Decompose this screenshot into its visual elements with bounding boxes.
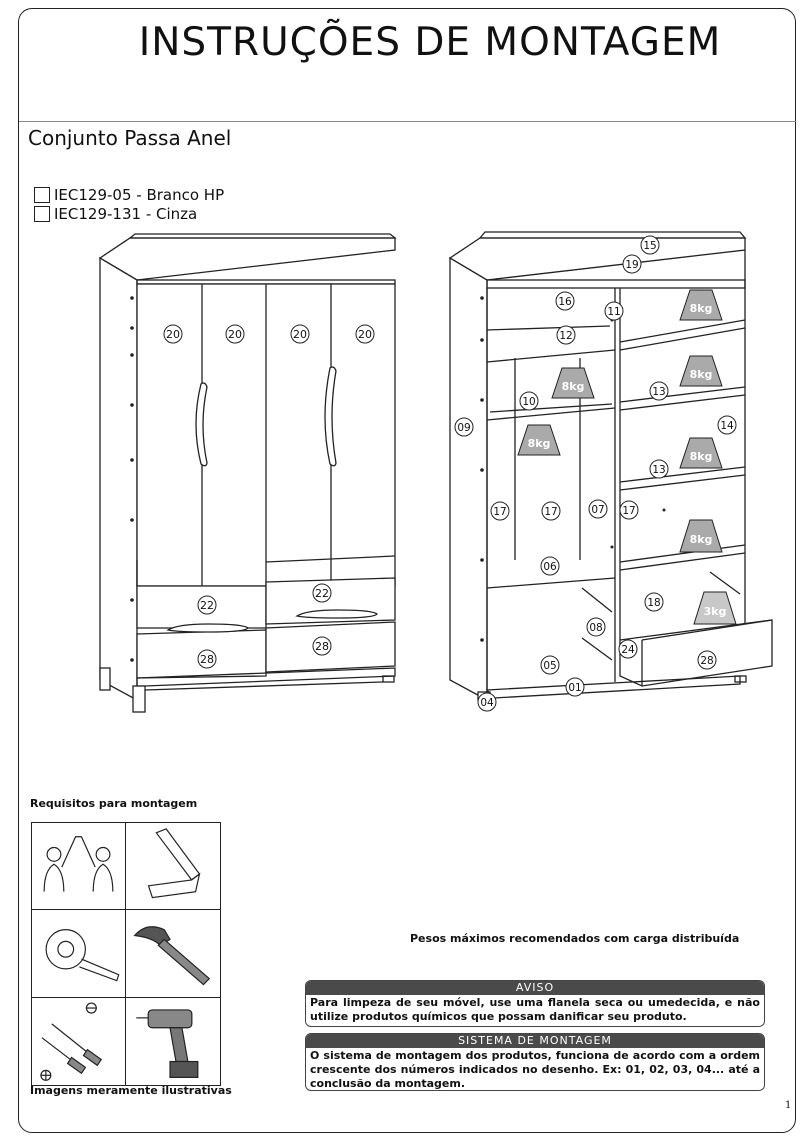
part-label: 18: [644, 592, 664, 612]
option-label: IEC129-131 - Cinza: [54, 205, 198, 223]
front-door-label: 20: [290, 324, 310, 344]
checkbox-icon[interactable]: [34, 187, 50, 203]
title-divider: [19, 121, 796, 122]
svg-text:17: 17: [493, 506, 506, 518]
front-door-label: 20: [163, 324, 183, 344]
svg-text:28: 28: [200, 653, 214, 666]
part-label: 13: [649, 381, 669, 401]
part-label: 17: [619, 500, 639, 520]
svg-text:17: 17: [544, 506, 557, 518]
requirements-title: Requisitos para montagem: [30, 797, 198, 810]
svg-text:12: 12: [559, 330, 572, 342]
part-label: 04: [477, 692, 497, 712]
svg-text:18: 18: [647, 597, 660, 609]
weights-note: Pesos máximos recomendados com carga dis…: [410, 932, 740, 945]
option-branco[interactable]: IEC129-05 - Branco HP: [34, 186, 224, 204]
images-disclaimer: Imagens meramente ilustrativas: [30, 1084, 232, 1097]
aviso-box: AVISO Para limpeza de seu móvel, use uma…: [305, 980, 765, 1027]
weight-label: 3kg: [704, 605, 727, 618]
sistema-box: SISTEMA DE MONTAGEM O sistema de montage…: [305, 1033, 765, 1091]
svg-text:16: 16: [558, 296, 572, 308]
weight-label: 8kg: [690, 450, 713, 463]
option-cinza[interactable]: IEC129-131 - Cinza: [34, 205, 197, 223]
svg-text:28: 28: [700, 655, 713, 667]
part-label: 15: [640, 235, 660, 255]
part-label: 19: [622, 254, 642, 274]
part-label: 17: [541, 501, 561, 521]
svg-text:01: 01: [568, 682, 581, 694]
drill-icon: [126, 998, 220, 1085]
hammer-icon: [126, 910, 220, 998]
part-label: 10: [519, 391, 539, 411]
part-label: 13: [649, 459, 669, 479]
svg-text:07: 07: [591, 504, 604, 516]
svg-text:17: 17: [622, 505, 635, 517]
svg-text:05: 05: [543, 660, 556, 672]
svg-text:20: 20: [228, 328, 242, 341]
weight-label: 8kg: [528, 437, 551, 450]
svg-text:15: 15: [643, 240, 656, 252]
front-drawer-label: 22: [312, 583, 332, 603]
part-label: 05: [540, 655, 560, 675]
svg-text:22: 22: [200, 599, 214, 612]
page-frame: [18, 8, 796, 1133]
weight-label: 8kg: [690, 302, 713, 315]
svg-text:11: 11: [607, 306, 620, 318]
svg-text:20: 20: [358, 328, 372, 341]
svg-text:13: 13: [652, 464, 665, 476]
two-people-icon: [32, 823, 126, 911]
square-ruler-icon: [126, 823, 220, 911]
svg-text:04: 04: [480, 697, 494, 709]
part-label: 11: [604, 301, 624, 321]
part-label: 08: [586, 617, 606, 637]
svg-text:28: 28: [315, 640, 329, 653]
aviso-text: Para limpeza de seu móvel, use uma flane…: [310, 996, 760, 1023]
svg-text:13: 13: [652, 386, 665, 398]
svg-text:09: 09: [457, 422, 470, 434]
page-number: 1: [785, 1100, 792, 1111]
aviso-title: AVISO: [306, 981, 764, 995]
part-label: 17: [490, 501, 510, 521]
front-drawer-label: 28: [197, 649, 217, 669]
svg-text:06: 06: [543, 561, 557, 573]
part-label: 06: [540, 556, 560, 576]
part-label: 12: [556, 325, 576, 345]
part-label: 01: [565, 677, 585, 697]
front-door-label: 20: [355, 324, 375, 344]
weight-label: 8kg: [562, 380, 585, 393]
svg-text:14: 14: [720, 420, 734, 432]
tape-measure-icon: [32, 910, 126, 998]
part-label: 28: [697, 650, 717, 670]
svg-text:08: 08: [589, 622, 602, 634]
front-view-wardrobe: [98, 233, 397, 713]
svg-text:20: 20: [293, 328, 307, 341]
tools-grid: [31, 822, 221, 1086]
svg-text:24: 24: [621, 644, 635, 656]
furniture-drawing: 20 20 20 20 22 22 28 28 15 19 16 11 12 1…: [98, 231, 773, 713]
front-door-label: 20: [225, 324, 245, 344]
front-drawer-label: 28: [312, 636, 332, 656]
svg-text:19: 19: [625, 259, 638, 271]
screwdrivers-icon: [32, 997, 126, 1085]
part-label: 24: [618, 639, 638, 659]
svg-text:10: 10: [522, 396, 535, 408]
weight-label: 8kg: [690, 533, 713, 546]
part-label: 14: [717, 415, 737, 435]
part-label: 09: [454, 417, 474, 437]
page-title: INSTRUÇÕES DE MONTAGEM: [138, 20, 722, 65]
weight-label: 8kg: [690, 368, 713, 381]
option-label: IEC129-05 - Branco HP: [54, 186, 225, 204]
svg-text:22: 22: [315, 587, 329, 600]
part-label: 16: [555, 291, 575, 311]
svg-text:20: 20: [166, 328, 180, 341]
product-name: Conjunto Passa Anel: [28, 126, 232, 150]
front-drawer-label: 22: [197, 595, 217, 615]
sistema-title: SISTEMA DE MONTAGEM: [306, 1034, 764, 1048]
sistema-text: O sistema de montagem dos produtos, func…: [310, 1049, 760, 1090]
checkbox-icon[interactable]: [34, 206, 50, 222]
part-label: 07: [588, 499, 608, 519]
open-view-wardrobe: [448, 231, 773, 702]
